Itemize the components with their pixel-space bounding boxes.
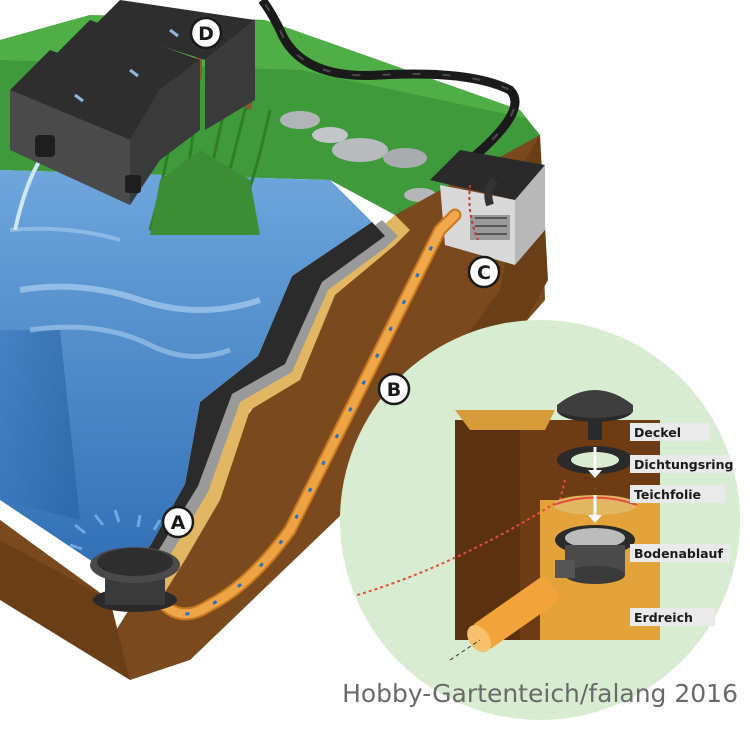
marker-a-label: A xyxy=(171,512,186,534)
marker-d-label: D xyxy=(198,23,214,45)
label-deckel: Deckel xyxy=(634,425,681,440)
marker-b: B xyxy=(377,372,411,406)
marker-d: D xyxy=(189,16,223,50)
return-hose xyxy=(258,0,520,164)
image-credit: Hobby-Gartenteich/falang 2016 xyxy=(342,679,738,708)
label-bodenablauf: Bodenablauf xyxy=(634,546,723,561)
return-water-stream xyxy=(13,158,42,231)
marker-b-label: B xyxy=(387,379,401,401)
bottom-drain xyxy=(69,509,180,612)
label-erdreich: Erdreich xyxy=(634,610,693,625)
marker-a: A xyxy=(161,505,195,539)
pump-chamber xyxy=(430,150,545,265)
marker-c: C xyxy=(467,255,501,289)
pond-layers xyxy=(118,215,410,600)
label-teichfolie: Teichfolie xyxy=(634,487,701,502)
drain-pipe xyxy=(153,208,462,621)
label-dichtungsring: Dichtungsring xyxy=(634,457,733,472)
marker-c-label: C xyxy=(477,262,491,284)
filter-unit xyxy=(10,0,255,205)
detail-labels: Deckel Dichtungsring Teichfolie Bodenabl… xyxy=(630,423,733,626)
pond-water xyxy=(0,170,372,580)
